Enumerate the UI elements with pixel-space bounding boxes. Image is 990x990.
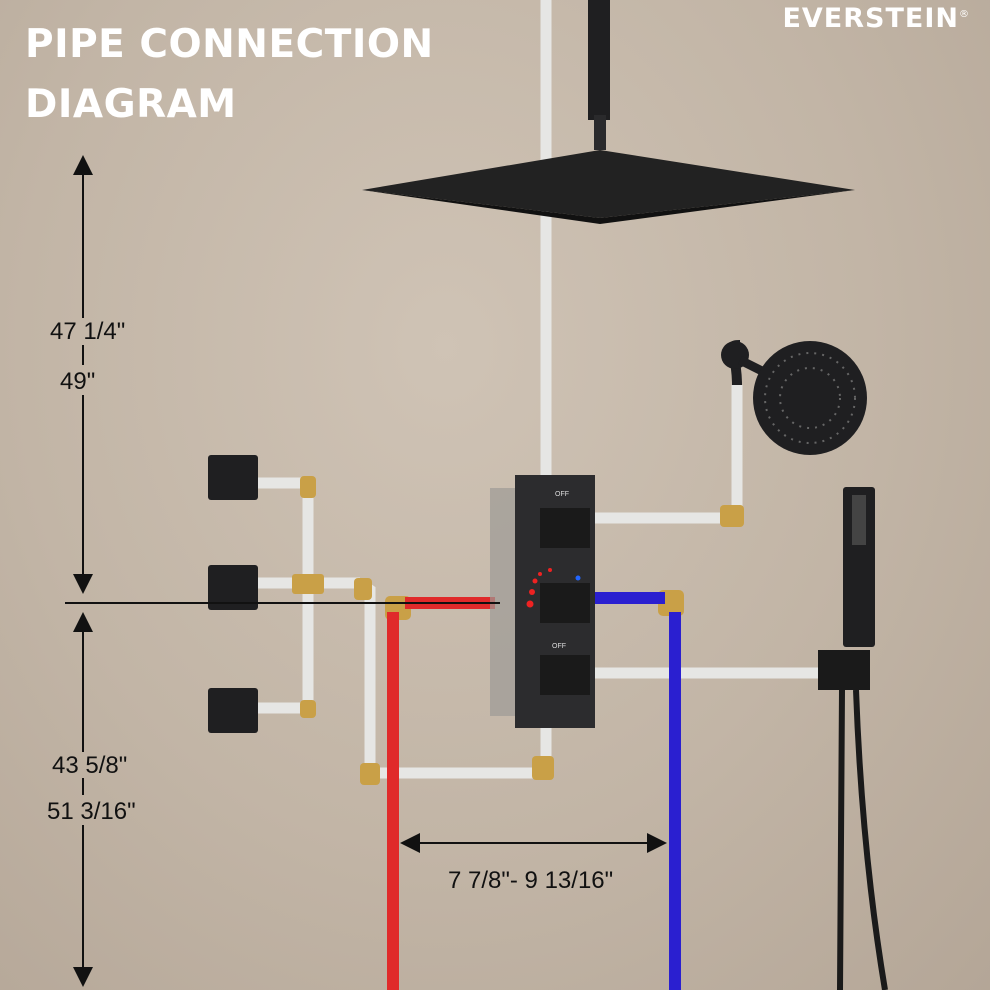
valve-bottom-off-label: OFF [552,643,566,650]
body-jets [208,455,258,733]
upper-min-dimension: 47 1/4" [50,318,126,345]
valve-top-off-label: OFF [555,491,569,498]
title-line-2: DIAGRAM [25,82,237,127]
rain-shower-head [362,0,855,224]
brand-name: EVERSTEIN [782,3,959,34]
dimension-lines [65,155,667,987]
lower-min-dimension: 43 5/8" [52,752,128,779]
lower-max-dimension: 51 3/16" [47,798,136,825]
upper-max-dimension: 49" [60,368,96,395]
handheld-shower [818,487,888,990]
hot-water-pipe [387,597,495,990]
registered-mark: ® [959,9,970,20]
cold-water-pipe [595,592,681,990]
inlet-spacing-dimension: 7 7/8"- 9 13/16" [448,867,614,894]
thermostatic-valve [490,475,595,728]
wall-shower-head [721,340,867,455]
brand-logo: EVERSTEIN® [782,3,970,34]
title-line-1: PIPE CONNECTION [25,22,434,67]
